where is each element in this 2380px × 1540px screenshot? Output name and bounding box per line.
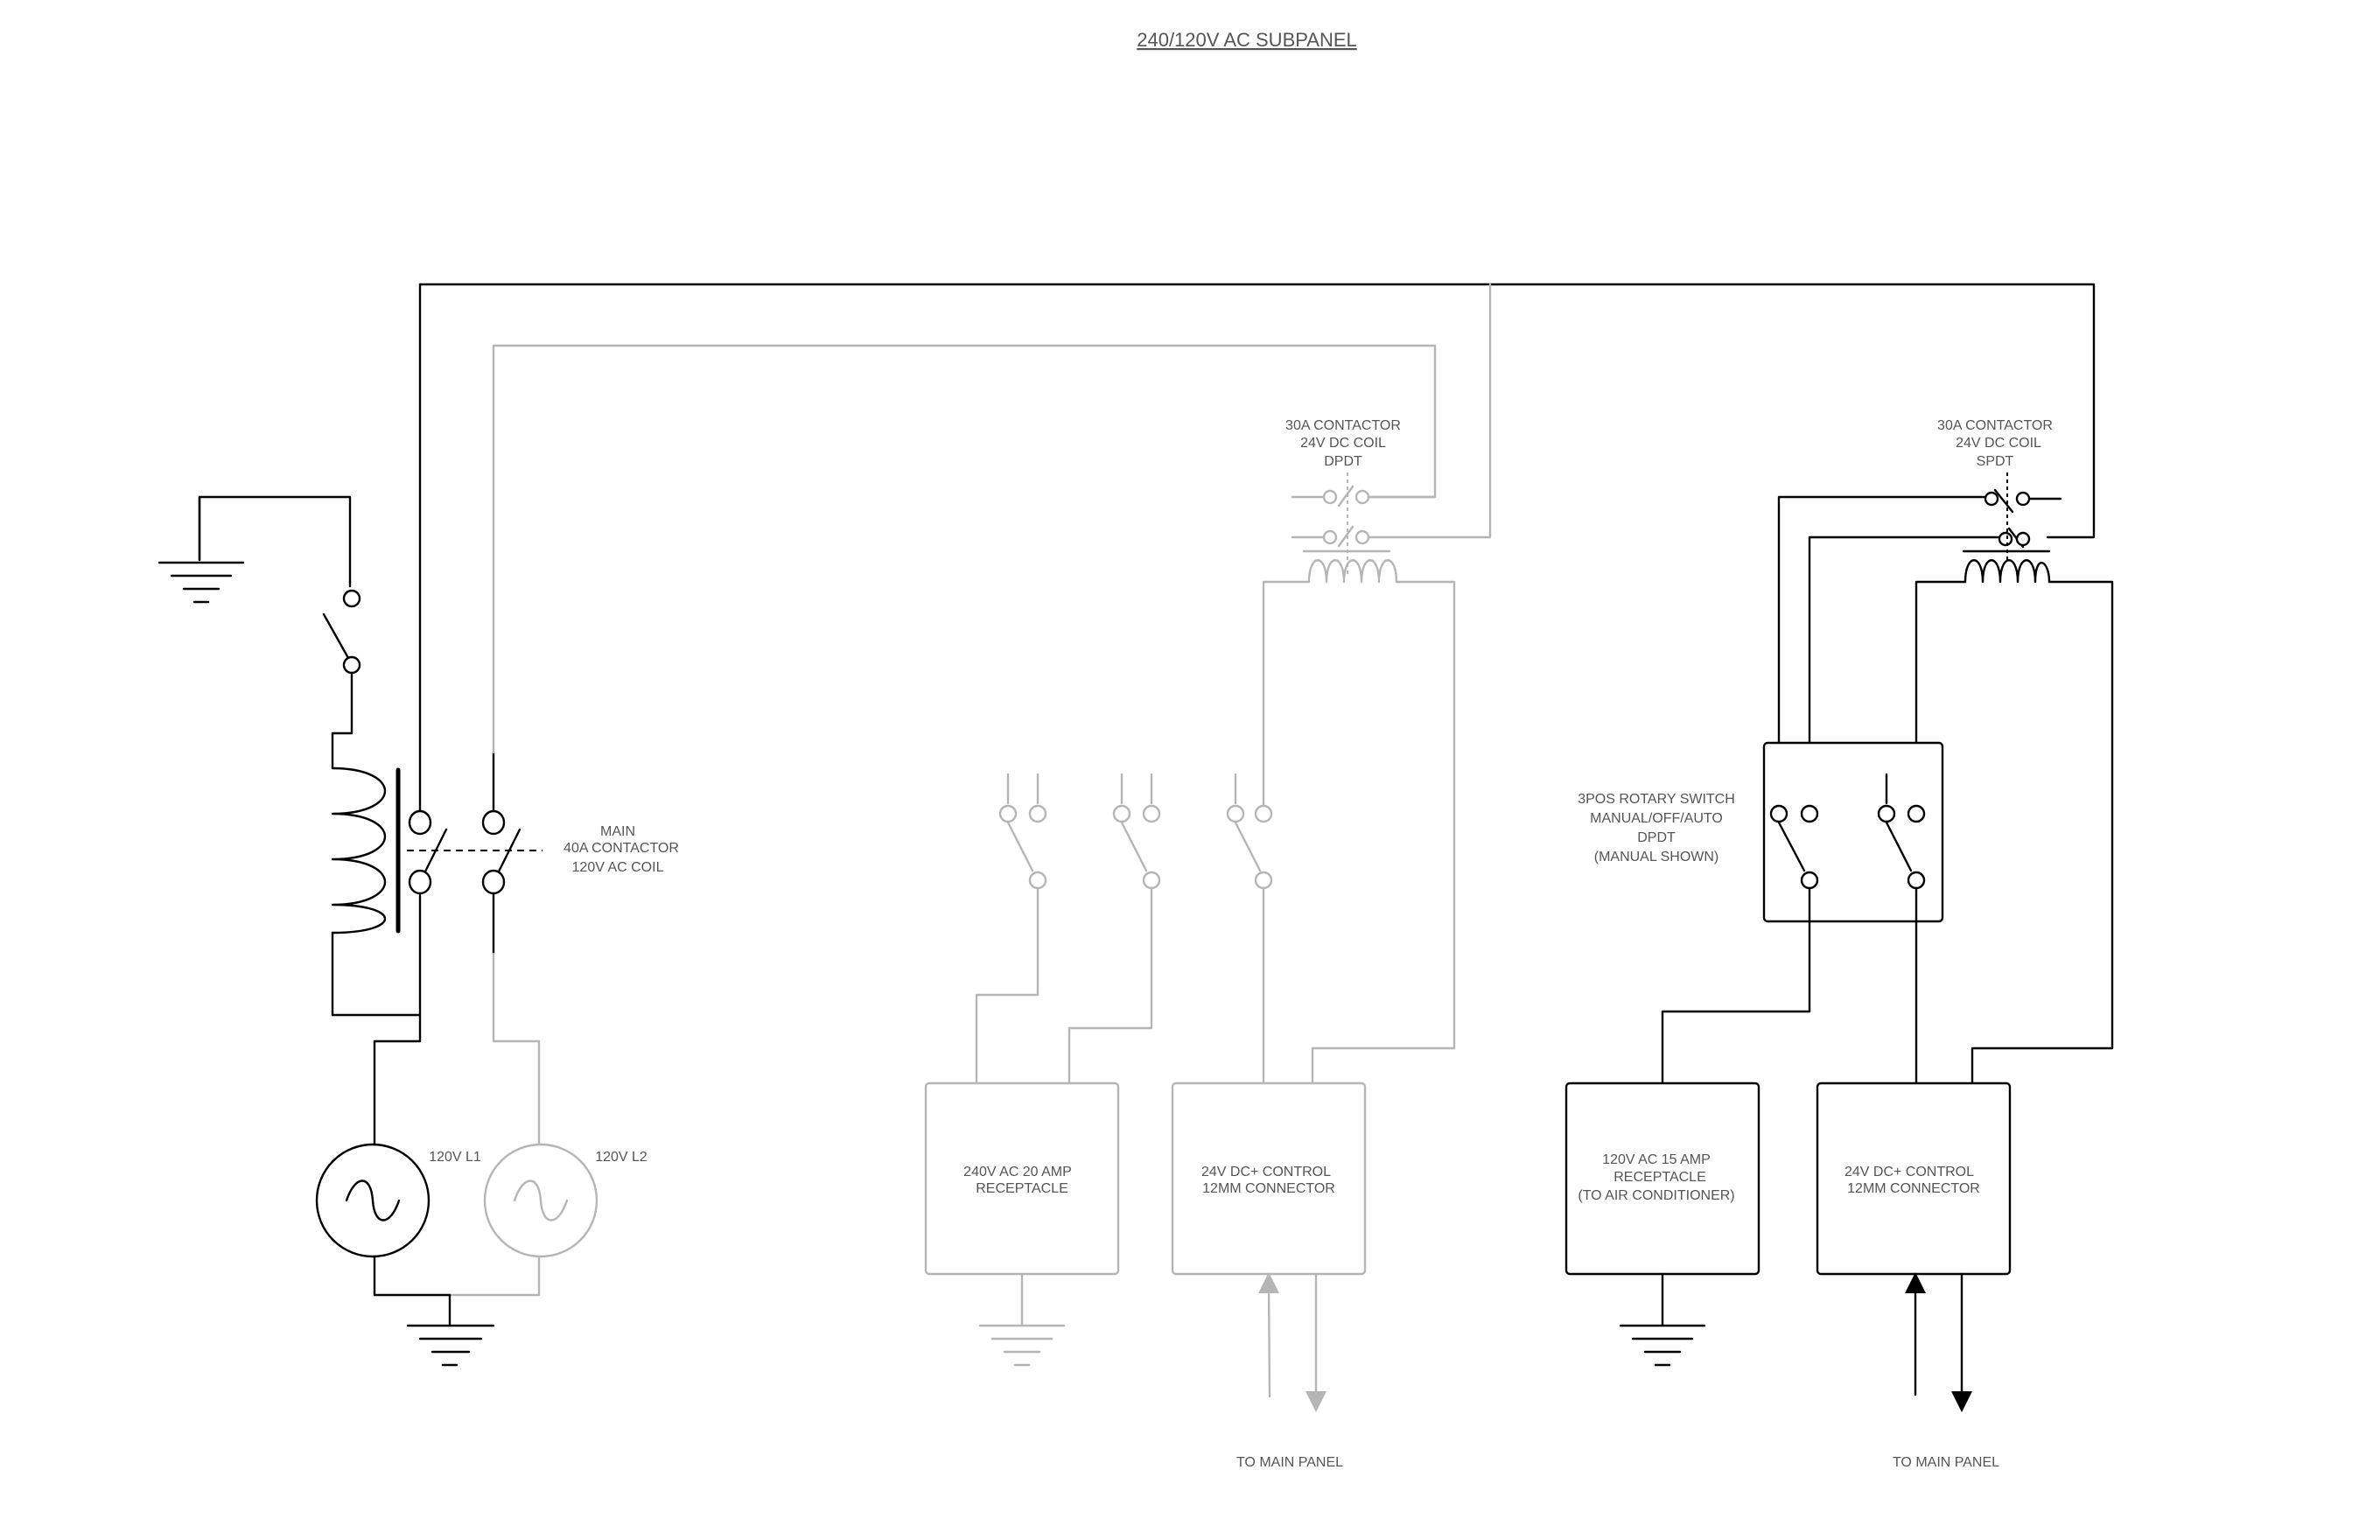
svg-text:24V DC+ CONTROL: 24V DC+ CONTROL (1201, 1165, 1331, 1180)
main-contactor-coil (331, 732, 422, 1017)
source-l1-label: 120V L1 (429, 1150, 481, 1165)
main-contactor-contacts (407, 283, 542, 1043)
ac-source-l1 (315, 1013, 452, 1297)
contactor-spdt-label: 30A CONTACTOR 24V DC COIL SPDT (1937, 418, 2053, 469)
sources-ground (406, 1293, 495, 1367)
svg-text:SPDT: SPDT (1977, 454, 2014, 469)
middle-switches (975, 773, 1273, 1085)
control-connector-black: 24V DC+ CONTROL 12MM CONNECTOR (1816, 1082, 2012, 1412)
svg-text:12MM CONNECTOR: 12MM CONNECTOR (1847, 1181, 1980, 1196)
receptacle-120v: 120V AC 15 AMP RECEPTACLE (TO AIR CONDIT… (1564, 1082, 1760, 1367)
svg-text:DPDT: DPDT (1637, 830, 1676, 845)
svg-text:(TO AIR CONDITIONER): (TO AIR CONDITIONER) (1578, 1188, 1734, 1203)
svg-text:120V AC 15 AMP: 120V AC 15 AMP (1602, 1152, 1711, 1167)
svg-text:MANUAL/OFF/AUTO: MANUAL/OFF/AUTO (1590, 811, 1723, 826)
svg-text:RECEPTACLE: RECEPTACLE (1614, 1170, 1706, 1185)
ground-toggle-switch (322, 589, 361, 735)
svg-text:DPDT: DPDT (1324, 454, 1362, 469)
control-connector-gray: 24V DC+ CONTROL 12MM CONNECTOR (1171, 1082, 1367, 1412)
ac-source-l2 (448, 1040, 598, 1297)
svg-text:24V DC COIL: 24V DC COIL (1300, 436, 1386, 451)
svg-text:24V DC COIL: 24V DC COIL (1956, 436, 2041, 451)
rotary-switch (1661, 741, 1944, 1085)
contactor-spdt (1777, 472, 2114, 1085)
contactor-dpdt-label: 30A CONTACTOR 24V DC COIL DPDT (1285, 418, 1401, 469)
svg-text:MAIN: MAIN (600, 824, 635, 839)
svg-text:3POS ROTARY SWITCH: 3POS ROTARY SWITCH (1578, 792, 1735, 807)
svg-text:12MM CONNECTOR: 12MM CONNECTOR (1202, 1181, 1335, 1196)
svg-text:30A CONTACTOR: 30A CONTACTOR (1285, 418, 1401, 433)
svg-text:24V DC+ CONTROL: 24V DC+ CONTROL (1844, 1165, 1974, 1180)
receptacle-240v: 240V AC 20 AMP RECEPTACLE (924, 1082, 1120, 1367)
contactor-dpdt (1262, 472, 1456, 1085)
svg-text:30A CONTACTOR: 30A CONTACTOR (1937, 418, 2053, 433)
to-main-panel-right: TO MAIN PANEL (1893, 1455, 1999, 1470)
top-feeders (418, 283, 2096, 754)
main-contactor-label: MAIN 40A CONTACTOR 120V AC COIL (564, 824, 679, 875)
svg-text:120V AC COIL: 120V AC COIL (572, 860, 664, 875)
svg-text:240V AC 20 AMP: 240V AC 20 AMP (963, 1165, 1072, 1180)
to-main-panel-left: TO MAIN PANEL (1236, 1455, 1343, 1470)
rotary-switch-label: 3POS ROTARY SWITCH MANUAL/OFF/AUTO DPDT … (1578, 792, 1735, 864)
svg-text:RECEPTACLE: RECEPTACLE (976, 1181, 1068, 1196)
diagram-title: 240/120V AC SUBPANEL (1137, 29, 1357, 51)
source-l2-label: 120V L2 (595, 1150, 648, 1165)
svg-text:40A CONTACTOR: 40A CONTACTOR (564, 841, 679, 856)
top-left-ground (158, 495, 352, 604)
svg-text:(MANUAL SHOWN): (MANUAL SHOWN) (1594, 850, 1719, 864)
